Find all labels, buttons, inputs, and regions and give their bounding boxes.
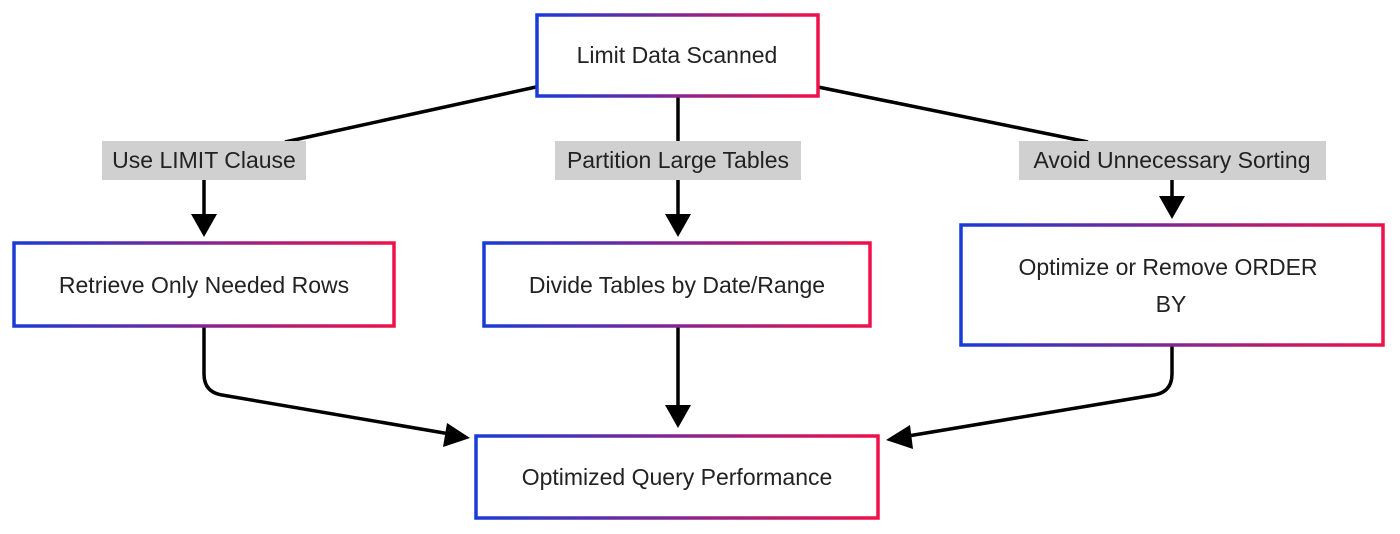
edge-label-use-limit: Use LIMIT Clause	[102, 141, 306, 180]
edges	[191, 85, 1185, 449]
node-limit-data-scanned[interactable]: Limit Data Scanned	[535, 13, 820, 98]
node-retrieve-only-needed-rows[interactable]: Retrieve Only Needed Rows	[12, 241, 396, 328]
arrowhead-icon	[443, 423, 470, 447]
arrowhead-icon	[191, 214, 217, 237]
node-label-line-1: Optimize or Remove ORDER	[1018, 254, 1317, 280]
arrowhead-icon	[886, 425, 913, 449]
arrowhead-icon	[1159, 196, 1185, 219]
node-divide-tables[interactable]: Divide Tables by Date/Range	[482, 241, 872, 328]
edge-retrieve-to-result	[202, 327, 451, 436]
node-label: Retrieve Only Needed Rows	[59, 272, 349, 298]
node-label: Divide Tables by Date/Range	[529, 272, 825, 298]
edge-limit-to-retrieve	[284, 85, 537, 144]
node-label: Limit Data Scanned	[577, 42, 778, 68]
arrowhead-icon	[665, 405, 691, 428]
edge-limit-to-optimize	[817, 85, 1089, 144]
edge-label-text: Use LIMIT Clause	[112, 147, 296, 173]
edge-label-avoid-sorting: Avoid Unnecessary Sorting	[1019, 141, 1326, 180]
edge-label-partition: Partition Large Tables	[555, 141, 801, 180]
edge-optimize-to-result	[907, 346, 1174, 438]
node-label-line-2: BY	[1156, 291, 1187, 317]
edge-label-text: Partition Large Tables	[567, 147, 789, 173]
node-label: Optimized Query Performance	[522, 464, 833, 490]
node-optimized-query-performance[interactable]: Optimized Query Performance	[474, 434, 880, 520]
arrowhead-icon	[665, 214, 691, 237]
node-optimize-or-remove-order-by[interactable]: Optimize or Remove ORDER BY	[959, 223, 1385, 347]
edge-label-text: Avoid Unnecessary Sorting	[1034, 147, 1311, 173]
